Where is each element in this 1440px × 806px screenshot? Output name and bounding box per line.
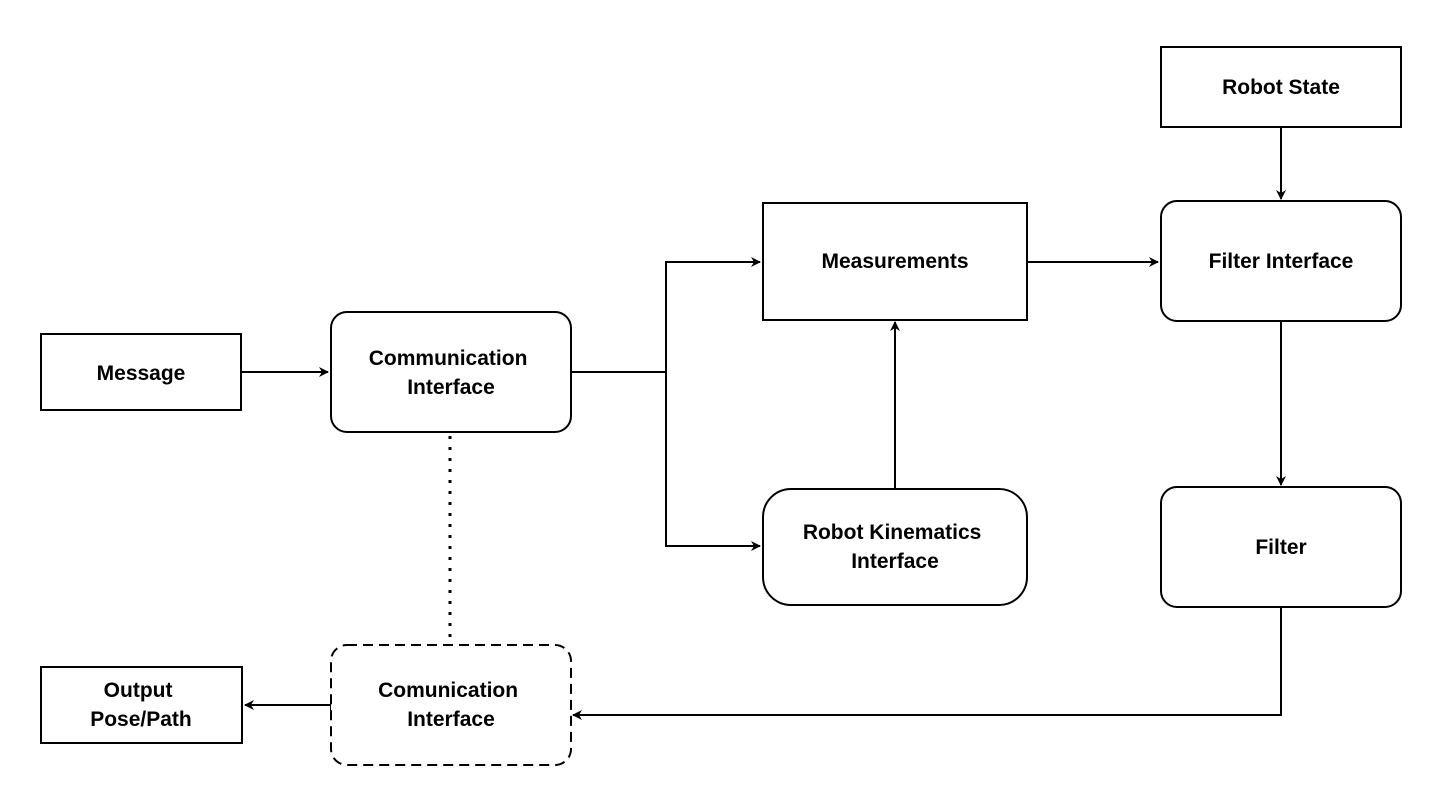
svg-text:Comunication Interface: Comunication Interface (378, 679, 524, 731)
node-comunication-interface: Comunication Interface (330, 644, 572, 766)
node-measurements: Measurements (762, 202, 1028, 321)
output-pose-path-box (40, 666, 243, 744)
comunication-interface-box (330, 644, 572, 766)
svg-text:Robot State: Robot State (1222, 76, 1340, 99)
edge-communication-to-measurements (570, 257, 761, 373)
svg-text:Communication Interface: Communication Interface (369, 347, 534, 399)
node-robot-state: Robot State (1160, 46, 1402, 128)
filter-box (1160, 486, 1402, 608)
svg-text:Message: Message (97, 362, 186, 385)
robot-kinematics-interface-label-line1: Robot Kinematics (803, 521, 982, 544)
output-pose-path-label-line1: Output (104, 679, 173, 702)
measurements-box (762, 202, 1028, 321)
robot-kinematics-interface-label-line2: Interface (851, 550, 939, 573)
filter-interface-label: Filter Interface (1209, 250, 1354, 273)
robot-kinematics-interface-box (762, 488, 1028, 606)
comunication-interface-label-line1: Comunication (378, 679, 518, 702)
message-label: Message (97, 362, 186, 385)
node-output-pose-path: Output Pose/Path (40, 666, 243, 744)
svg-text:Robot Kinematics Interfa: Robot Kinematics Interface (803, 521, 987, 573)
edge-filter-to-comunication-interface (572, 607, 1282, 720)
svg-text:Filter: Filter (1255, 536, 1306, 559)
message-box (40, 333, 242, 411)
filter-interface-box (1160, 200, 1402, 322)
node-robot-kinematics-interface: Robot Kinematics Interface (762, 488, 1028, 606)
svg-text:Output Pose/Path: Output Pose/Path (90, 679, 192, 731)
robot-state-box (1160, 46, 1402, 128)
edges (241, 127, 1286, 720)
node-communication-interface: Communication Interface (330, 311, 572, 433)
svg-text:Filter Interface: Filter Interface (1209, 250, 1354, 273)
communication-interface-label-line2: Interface (407, 376, 495, 399)
edge-communication-to-kinematics (665, 372, 761, 551)
node-filter-interface: Filter Interface (1160, 200, 1402, 322)
robot-state-label: Robot State (1222, 76, 1340, 99)
communication-interface-label-line1: Communication (369, 347, 528, 370)
filter-label: Filter (1255, 536, 1306, 559)
node-message: Message (40, 333, 242, 411)
output-pose-path-label-line2: Pose/Path (90, 708, 192, 731)
communication-interface-box (330, 311, 572, 433)
svg-text:Measurements: Measurements (821, 250, 968, 273)
comunication-interface-label-line2: Interface (407, 708, 495, 731)
node-filter: Filter (1160, 486, 1402, 608)
measurements-label: Measurements (821, 250, 968, 273)
